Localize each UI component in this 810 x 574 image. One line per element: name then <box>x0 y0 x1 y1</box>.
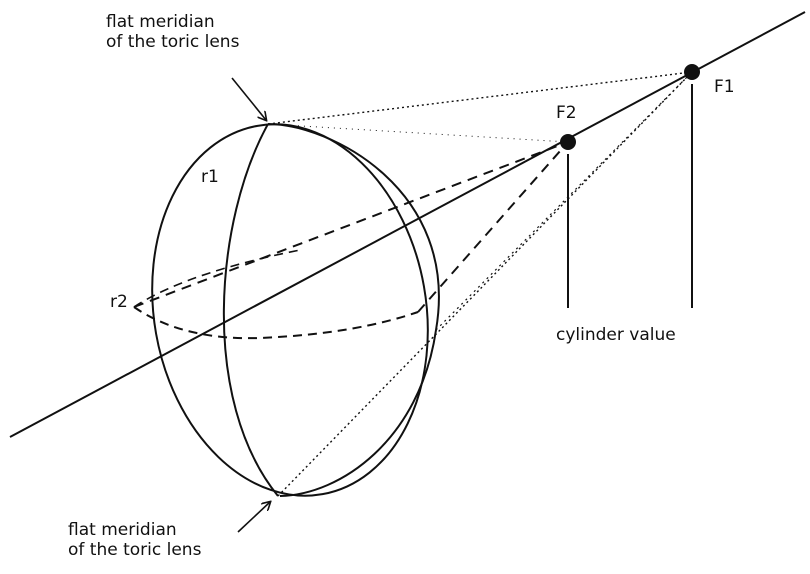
ray-right-f2 <box>417 141 569 313</box>
bottom-caption: flat meridian of the toric lens <box>68 520 202 560</box>
lens-outline <box>151 123 429 497</box>
label-r1: r1 <box>201 167 219 187</box>
ray-top-f1 <box>267 71 693 125</box>
top-caption: flat meridian of the toric lens <box>106 12 240 52</box>
meridian-r2-upper <box>133 249 301 308</box>
label-f1: F1 <box>714 77 735 97</box>
focal-point-f2 <box>560 134 576 150</box>
label-r2: r2 <box>110 292 128 312</box>
meridian-r2 <box>133 306 419 340</box>
optical-axis <box>9 11 806 438</box>
label-f2: F2 <box>556 103 577 123</box>
meridian-r1 <box>222 123 279 497</box>
focal-point-f1 <box>684 64 700 80</box>
lens-rim <box>267 123 440 497</box>
bottom-pointer-arrow <box>237 502 270 533</box>
ray-top-f2 <box>267 123 569 143</box>
ray-rim-f1 <box>435 71 693 331</box>
top-pointer-arrow <box>231 77 266 120</box>
cylinder-value-label: cylinder value <box>556 325 676 345</box>
ray-bottom-f1 <box>277 71 693 497</box>
ray-left-f2 <box>133 141 569 308</box>
